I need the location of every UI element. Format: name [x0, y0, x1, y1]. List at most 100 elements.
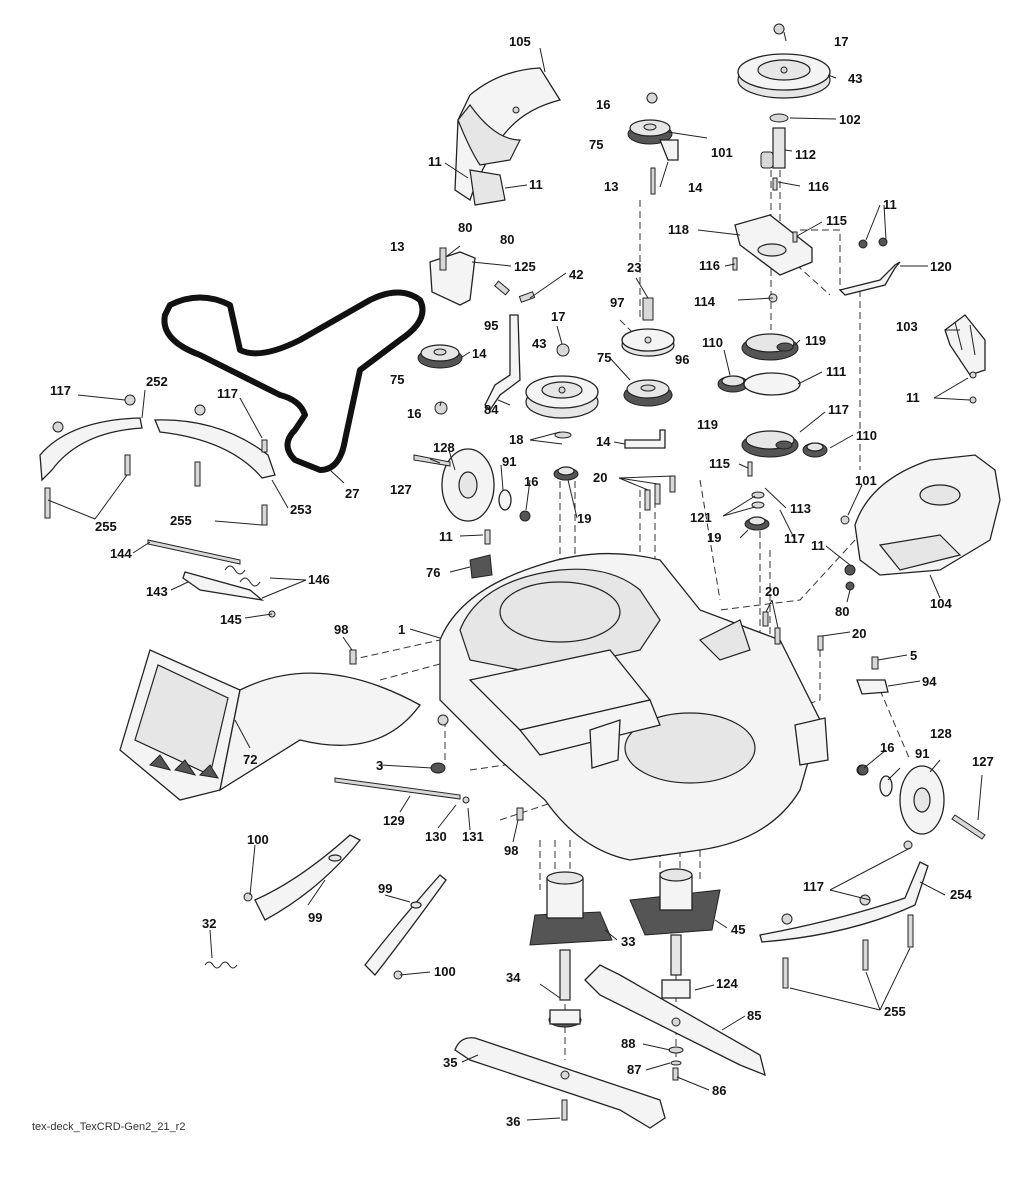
- callout-97: 97: [610, 295, 624, 310]
- arm-84: [484, 314, 521, 412]
- callout-80: 80: [835, 604, 849, 619]
- wear-strip-253: [154, 419, 276, 479]
- callout-99: 99: [378, 881, 392, 896]
- callout-84: 84: [484, 402, 499, 417]
- link-99-left: [254, 834, 362, 921]
- callout-98: 98: [504, 843, 518, 858]
- callout-94: 94: [922, 674, 937, 689]
- callout-112: 112: [795, 147, 816, 162]
- callout-19: 19: [707, 530, 721, 545]
- callout-11: 11: [428, 154, 442, 169]
- callout-16: 16: [880, 740, 894, 755]
- callout-75: 75: [597, 350, 611, 365]
- callout-87: 87: [627, 1062, 641, 1077]
- hardware-fasteners: [44, 23, 977, 1121]
- diagram-caption: tex-deck_TexCRD-Gen2_21_r2: [32, 1121, 186, 1133]
- callout-117: 117: [217, 386, 238, 401]
- callout-146: 146: [308, 572, 330, 587]
- wear-strip-254: [759, 861, 929, 943]
- callout-20: 20: [593, 470, 607, 485]
- callout-labels: 105 11 11 80 80 16 75 13 14 17 43 102 10…: [50, 34, 994, 1129]
- gauge-wheel-128-right: [856, 764, 986, 840]
- callout-119: 119: [697, 417, 718, 432]
- callout-255: 255: [95, 519, 117, 534]
- blade-35: [454, 1037, 666, 1129]
- callout-255: 255: [884, 1004, 906, 1019]
- callout-17: 17: [551, 309, 565, 324]
- callout-121: 121: [690, 510, 712, 525]
- bearing-19-left: [553, 466, 579, 481]
- callout-113: 113: [790, 501, 811, 516]
- callout-14: 14: [472, 346, 487, 361]
- callout-43: 43: [532, 336, 546, 351]
- callout-128: 128: [433, 440, 455, 455]
- callout-72: 72: [243, 752, 257, 767]
- drive-belt-27: [161, 289, 426, 473]
- link-99-right: [364, 874, 447, 976]
- callout-118: 118: [668, 222, 689, 237]
- callout-114: 114: [694, 294, 716, 309]
- callout-104: 104: [930, 596, 952, 611]
- callout-100: 100: [247, 832, 269, 847]
- callout-101: 101: [855, 473, 877, 488]
- wear-strip-252: [39, 417, 143, 482]
- callout-115: 115: [826, 213, 847, 228]
- discharge-chute-72: [119, 649, 421, 801]
- callout-119: 119: [805, 333, 826, 348]
- callout-33: 33: [621, 934, 635, 949]
- callout-115: 115: [709, 456, 730, 471]
- callout-130: 130: [425, 829, 447, 844]
- callout-75: 75: [589, 137, 603, 152]
- callout-131: 131: [462, 829, 484, 844]
- gauge-wheel-128-left: [413, 448, 531, 522]
- bracket-125: [429, 251, 476, 306]
- callout-110: 110: [856, 428, 877, 443]
- idler-75-top: [627, 119, 679, 161]
- bracket-103: [944, 314, 986, 376]
- callout-117: 117: [784, 531, 805, 546]
- callout-86: 86: [712, 1083, 726, 1098]
- callout-11: 11: [439, 529, 453, 544]
- callout-145: 145: [220, 612, 242, 627]
- callout-14: 14: [688, 180, 703, 195]
- callout-143: 143: [146, 584, 168, 599]
- callout-11: 11: [811, 538, 825, 553]
- callout-125: 125: [514, 259, 536, 274]
- callout-75: 75: [390, 372, 404, 387]
- cover-104: [854, 454, 1001, 576]
- link-120: [838, 261, 901, 296]
- callout-19: 19: [577, 511, 591, 526]
- callout-3: 3: [376, 758, 383, 773]
- callout-253: 253: [290, 502, 312, 517]
- gear-110-right: [802, 442, 828, 458]
- blade-85: [584, 964, 766, 1077]
- idler-75-center: [623, 379, 673, 407]
- callout-124: 124: [716, 976, 738, 991]
- spindle-45: [629, 868, 721, 999]
- callout-95: 95: [484, 318, 498, 333]
- callout-102: 102: [839, 112, 861, 127]
- callout-35: 35: [443, 1055, 457, 1070]
- callout-34: 34: [506, 970, 521, 985]
- callout-16: 16: [524, 474, 538, 489]
- callout-43: 43: [848, 71, 862, 86]
- gearbox-plate-118: [734, 214, 813, 276]
- callout-45: 45: [731, 922, 745, 937]
- callout-91: 91: [915, 746, 929, 761]
- callout-80: 80: [500, 232, 514, 247]
- gasket-111: [743, 372, 801, 396]
- callout-101: 101: [711, 145, 733, 160]
- callout-100: 100: [434, 964, 456, 979]
- callout-leaders: [47, 31, 983, 1121]
- pulley-43-top: [737, 53, 831, 99]
- callout-32: 32: [202, 916, 216, 931]
- callout-144: 144: [110, 546, 132, 561]
- shaft-34: [548, 949, 582, 1028]
- callout-117: 117: [803, 879, 824, 894]
- gear-119-lower: [741, 430, 799, 458]
- callout-117: 117: [828, 402, 849, 417]
- rod-129: [334, 777, 461, 800]
- bracket-14-center: [624, 429, 666, 449]
- callout-1: 1: [398, 622, 405, 637]
- callout-252: 252: [146, 374, 168, 389]
